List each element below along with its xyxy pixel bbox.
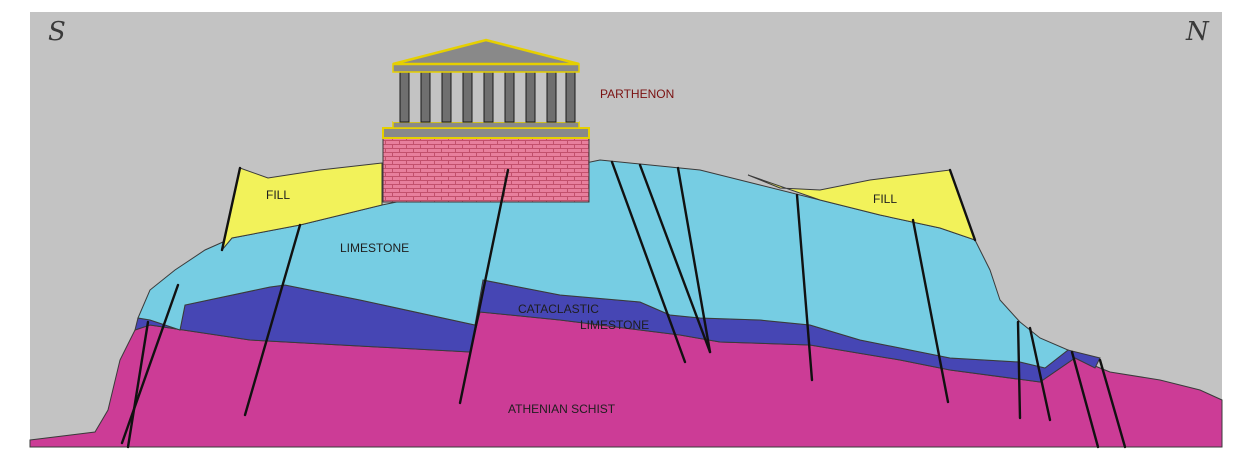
- parthenon-columns: [399, 71, 576, 123]
- limestone-label: LIMESTONE: [340, 241, 409, 255]
- fill-left: [221, 162, 383, 251]
- parthenon-foundation: [382, 137, 590, 203]
- fill-right-label: FILL: [873, 192, 897, 206]
- faults: [120, 160, 1127, 449]
- parthenon-label: PARTHENON: [600, 87, 674, 101]
- south-label: S: [48, 17, 66, 47]
- cataclastic-label-line2: LIMESTONE: [580, 318, 649, 332]
- north-label: N: [1185, 17, 1210, 47]
- schist-label: ATHENIAN SCHIST: [508, 402, 616, 416]
- cataclastic-label-line1: CATACLASTIC: [518, 302, 599, 316]
- fill-left-label: FILL: [266, 188, 290, 202]
- parthenon-temple: [382, 38, 590, 139]
